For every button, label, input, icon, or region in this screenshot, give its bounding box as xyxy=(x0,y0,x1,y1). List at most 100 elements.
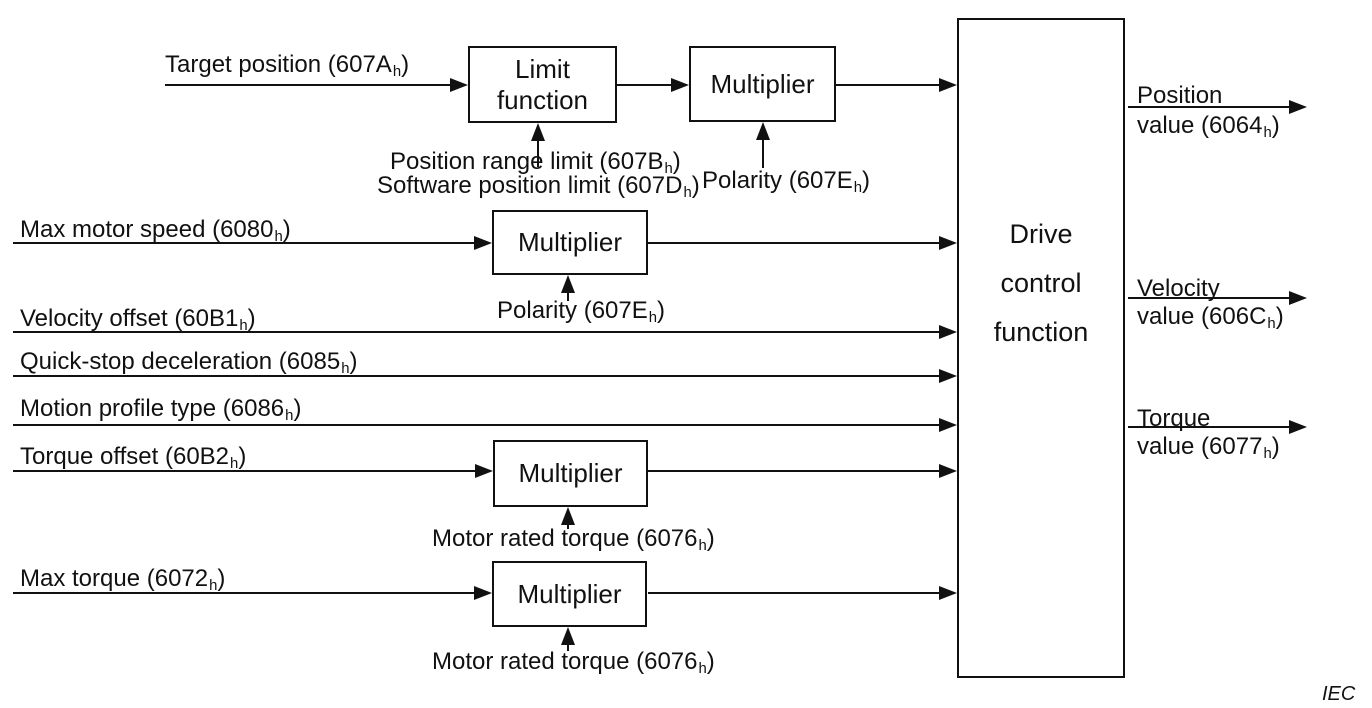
input-label-quick-stop-deceleration: Quick-stop deceleration (6085h) xyxy=(20,348,358,377)
label-text: ) xyxy=(238,443,247,470)
multiplier-block-position: Multiplier xyxy=(689,46,836,122)
label-text: Position xyxy=(1137,82,1223,109)
label-text: ) xyxy=(862,167,871,194)
input-label-velocity-offset: Velocity offset (60B1h) xyxy=(20,305,256,334)
label-text: Torque offset (60B2 xyxy=(20,443,230,470)
label-text: ) xyxy=(1275,303,1284,330)
input-label-max-motor-speed: Max motor speed (6080h) xyxy=(20,216,291,245)
label-text: function xyxy=(993,317,1089,347)
hex-subscript: h xyxy=(1267,315,1276,332)
label-text: ) xyxy=(1271,112,1280,139)
label-text: Quick-stop deceleration (6085 xyxy=(20,348,341,375)
flow-line-torque-offset-to-drive xyxy=(648,470,939,472)
label-text: ) xyxy=(349,348,358,375)
hex-subscript: h xyxy=(274,228,283,245)
label-text: Velocity xyxy=(1137,275,1220,302)
iec-credit: IEC xyxy=(1322,683,1356,705)
flow-line-max-torque xyxy=(13,592,474,594)
label-text: ) xyxy=(706,525,715,552)
hex-subscript: h xyxy=(239,317,248,334)
arrow-right-icon xyxy=(939,369,957,383)
flow-line-quick-stop-deceleration xyxy=(13,375,939,377)
multiplier-label: Multiplier xyxy=(517,227,623,257)
output-label-velocity-value: value (606Ch) xyxy=(1137,303,1284,332)
arrow-right-icon xyxy=(475,464,493,478)
arrow-right-icon xyxy=(474,586,492,600)
arrow-right-icon xyxy=(939,236,957,250)
hex-subscript: h xyxy=(698,660,707,677)
param-label-polarity-position: Polarity (607Eh) xyxy=(702,167,871,196)
arrow-up-icon xyxy=(561,627,575,645)
arrow-right-icon xyxy=(939,464,957,478)
hex-subscript: h xyxy=(698,537,707,554)
arrow-right-icon xyxy=(939,418,957,432)
label-text: Max motor speed (6080 xyxy=(20,216,274,243)
label-text: ) xyxy=(691,172,700,199)
hex-subscript: h xyxy=(683,184,692,201)
arrow-up-icon xyxy=(561,275,575,293)
label-text: Software position limit (607D xyxy=(377,172,683,199)
param-label-polarity-velocity: Polarity (607Eh) xyxy=(497,297,666,326)
flow-line-max-torque-to-drive xyxy=(648,592,939,594)
label-text: ) xyxy=(282,216,291,243)
multiplier-label: Multiplier xyxy=(710,68,815,99)
flow-line-motion-profile-type xyxy=(13,424,939,426)
multiplier-block-max-torque: Multiplier xyxy=(492,561,647,627)
flow-line-torque-offset xyxy=(13,470,475,472)
label-text: ) xyxy=(1271,433,1280,460)
flow-line-speed-to-drive xyxy=(648,242,939,244)
arrow-shaft xyxy=(567,523,569,529)
label-text: ) xyxy=(657,297,666,324)
label-text: ) xyxy=(706,648,715,675)
input-label-torque-offset: Torque offset (60B2h) xyxy=(20,443,247,472)
label-text: Target position (607A xyxy=(165,51,392,78)
label-text: control xyxy=(1000,268,1082,298)
flow-line-position-value xyxy=(1128,106,1289,108)
label-text: Motor rated torque (6076 xyxy=(432,648,698,675)
label-text: Polarity (607E xyxy=(497,297,648,324)
flow-line-velocity-offset xyxy=(13,331,939,333)
arrow-right-icon xyxy=(939,586,957,600)
hex-subscript: h xyxy=(341,360,350,377)
label-text: ) xyxy=(672,148,681,175)
arrow-shaft xyxy=(567,643,569,651)
param-label-position-range-limit: Position range limit (607Bh) xyxy=(390,148,681,177)
label-text: ) xyxy=(217,565,226,592)
arrow-right-icon xyxy=(1289,420,1307,434)
hex-subscript: h xyxy=(1263,124,1272,141)
arrow-up-icon xyxy=(561,507,575,525)
multiplier-block-speed: Multiplier xyxy=(492,210,648,275)
arrow-right-icon xyxy=(474,236,492,250)
param-label-motor-rated-torque-1: Motor rated torque (6076h) xyxy=(432,525,715,554)
label-text: function xyxy=(496,84,589,115)
arrow-shaft xyxy=(567,291,569,301)
label-text: value (6064 xyxy=(1137,112,1263,139)
param-label-software-position-limit: Software position limit (607Dh) xyxy=(377,172,700,201)
arrow-right-icon xyxy=(1289,100,1307,114)
label-text: ) xyxy=(247,305,256,332)
multiplier-label: Multiplier xyxy=(518,458,623,488)
arrow-right-icon xyxy=(671,78,689,92)
input-label-max-torque: Max torque (6072h) xyxy=(20,565,226,594)
output-label-torque-value: value (6077h) xyxy=(1137,433,1280,462)
hex-subscript: h xyxy=(209,577,218,594)
label-text: Velocity offset (60B1 xyxy=(20,305,239,332)
hex-subscript: h xyxy=(285,407,294,424)
arrow-right-icon xyxy=(939,78,957,92)
param-label-motor-rated-torque-2: Motor rated torque (6076h) xyxy=(432,648,715,677)
multiplier-block-torque-offset: Multiplier xyxy=(493,440,648,507)
multiplier-label: Multiplier xyxy=(517,578,622,609)
label-text: Motion profile type (6086 xyxy=(20,395,285,422)
hex-subscript: h xyxy=(664,160,673,177)
label-text: Limit xyxy=(515,53,570,84)
arrow-right-icon xyxy=(1289,291,1307,305)
drive-control-function-label: Drive control function xyxy=(957,210,1125,357)
flow-line-torque-value xyxy=(1128,426,1289,428)
arrow-shaft xyxy=(762,138,764,168)
output-label-position-value: value (6064h) xyxy=(1137,112,1280,141)
label-text: Max torque (6072 xyxy=(20,565,209,592)
label-text: value (6077 xyxy=(1137,433,1263,460)
arrow-right-icon xyxy=(450,78,468,92)
